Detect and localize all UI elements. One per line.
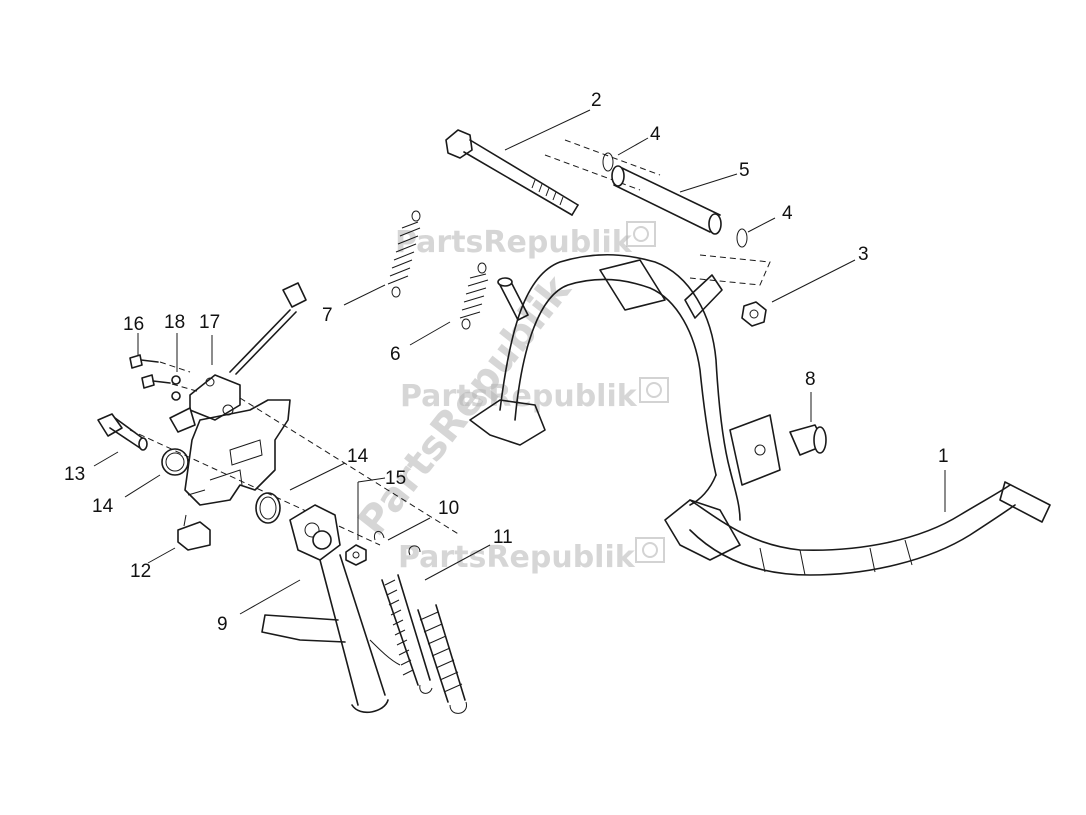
- callout-5: 5: [739, 160, 750, 181]
- watermark-top: PartsRepublik: [395, 221, 656, 260]
- callout-12: 12: [130, 561, 151, 582]
- watermark-gear-icon: [635, 537, 665, 563]
- callout-14: 14: [92, 496, 114, 517]
- watermark-text: PartsRepublik: [395, 225, 633, 260]
- side-stand-part-9: [261, 504, 401, 714]
- callout-14: 14: [347, 446, 369, 467]
- watermark-gear-icon: [639, 377, 669, 403]
- callout-13: 13: [64, 464, 85, 485]
- pin-part-5: [544, 139, 771, 286]
- spring-part-11: [408, 545, 467, 714]
- bolt-part-2: [445, 129, 579, 216]
- washer-part-18: [171, 375, 181, 385]
- spring-part-7: [387, 210, 421, 298]
- spring-part-6: [459, 262, 489, 330]
- callout-4: 4: [650, 124, 661, 145]
- screws-part-16: [129, 354, 181, 401]
- callout-1: 1: [938, 446, 949, 467]
- callout-2: 2: [591, 90, 602, 111]
- block-part-12: [177, 514, 211, 551]
- o-ring-part-14-right: [255, 492, 281, 524]
- watermark-gear-icon: [626, 221, 656, 247]
- fitting-part-13: [97, 413, 148, 451]
- rubber-buffer-part-8: [789, 424, 827, 456]
- callout-6: 6: [390, 344, 401, 365]
- watermark-text: PartsRepublik: [398, 540, 636, 575]
- nut-part-3: [741, 301, 767, 327]
- sensor-part-17: [169, 282, 307, 433]
- callout-18: 18: [164, 312, 185, 333]
- center-stand-part-1: [469, 254, 1051, 576]
- watermark-bottom: PartsRepublik: [398, 537, 665, 575]
- mounting-bracket: [184, 399, 291, 506]
- callout-4: 4: [782, 203, 793, 224]
- callout-8: 8: [805, 369, 816, 390]
- bolt-part-15: [345, 544, 367, 566]
- callout-11: 11: [493, 527, 513, 548]
- callout-7: 7: [322, 305, 333, 326]
- callout-17: 17: [199, 312, 220, 333]
- callout-10: 10: [438, 498, 459, 519]
- callout-3: 3: [858, 244, 869, 265]
- spring-part-10: [373, 531, 433, 694]
- callout-16: 16: [123, 314, 144, 335]
- callout-numbers: 2 4 5 4 3 7 6 8 1 16 18 17 13 14 12 14 1…: [64, 90, 949, 635]
- leader-lines: [93, 109, 946, 615]
- o-ring-part-14-left: [161, 448, 189, 476]
- callout-15: 15: [385, 468, 406, 489]
- small-pin: [497, 277, 529, 321]
- callout-9: 9: [217, 614, 228, 635]
